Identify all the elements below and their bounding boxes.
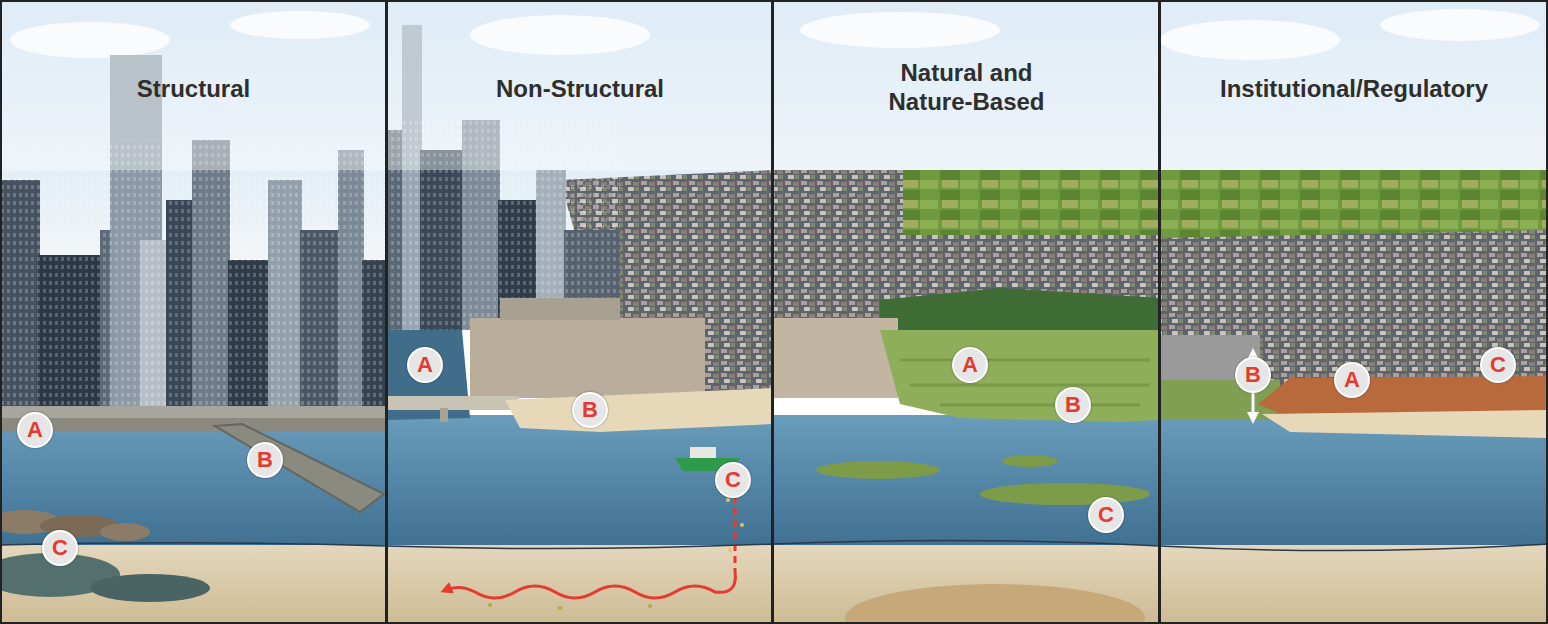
callout-letter: B [1065,393,1081,417]
waterfront-block [470,318,705,398]
reef-base [90,574,210,602]
callout-letter: B [582,398,598,422]
callout-circle: C [715,462,751,498]
sediment-grain [728,548,732,552]
sediment-grain [488,603,492,607]
sediment-grain [558,606,562,610]
fields [1160,170,1548,240]
callout-letter: C [1490,353,1506,377]
sediment-grain [740,523,744,527]
sand-mound [845,584,1145,624]
callout-letter: A [962,353,978,377]
callout-letter: B [1245,363,1261,387]
seawall-rocks [0,418,387,432]
panel-divider [1158,0,1161,624]
callout-circle: A [17,412,53,448]
bridge-pier [440,408,448,422]
panel-heading: Natural and Nature-Based [872,58,1062,116]
callout-circle: A [1334,362,1370,398]
windows [0,140,387,412]
reef-rock [100,523,150,541]
waterfront-block [773,318,898,398]
sediment-grain [648,604,652,608]
callout-circle: C [1480,347,1516,383]
panel-heading: Structural [14,74,374,103]
callout-circle: B [572,392,608,428]
panel-divider [771,0,774,624]
callout-circle: C [1088,497,1124,533]
callout-letter: C [52,536,68,560]
marsh-island [816,461,940,479]
strategy-panel: Institutional/RegulatoryA B C [1160,0,1548,624]
beach [1262,410,1548,438]
strategy-panel: Non-StructuralA B C [387,0,773,624]
marsh-grass [900,360,1150,405]
waterfront-block [500,298,620,320]
sediment-arrow [446,572,735,598]
callout-circle: B [247,442,283,478]
callout-circle: B [1235,357,1271,393]
bridge [387,396,519,410]
callout-circle: B [1055,387,1091,423]
callout-letter: B [257,448,273,472]
panel-heading: Institutional/Regulatory [1169,74,1539,103]
callout-letter: C [1098,503,1114,527]
callout-letter: C [725,468,741,492]
strategy-panel: Natural and Nature-BasedA B C [773,0,1160,624]
callout-letter: A [1344,368,1360,392]
callout-letter: A [27,418,43,442]
marsh-island [980,483,1150,505]
forest [880,288,1160,336]
sediment-grain [726,498,730,502]
callout-letter: A [417,353,433,377]
boat-cabin [690,447,716,458]
callout-circle: A [952,347,988,383]
strategy-panel: StructuralA B C [0,0,387,624]
marsh-island [1002,455,1058,467]
callout-circle: A [407,347,443,383]
breakwater [215,424,384,512]
seawall [0,406,387,418]
panel-heading: Non-Structural [400,74,760,103]
panel-divider [385,0,388,624]
marsh [880,330,1160,422]
beach [505,388,773,432]
callout-circle: C [42,530,78,566]
